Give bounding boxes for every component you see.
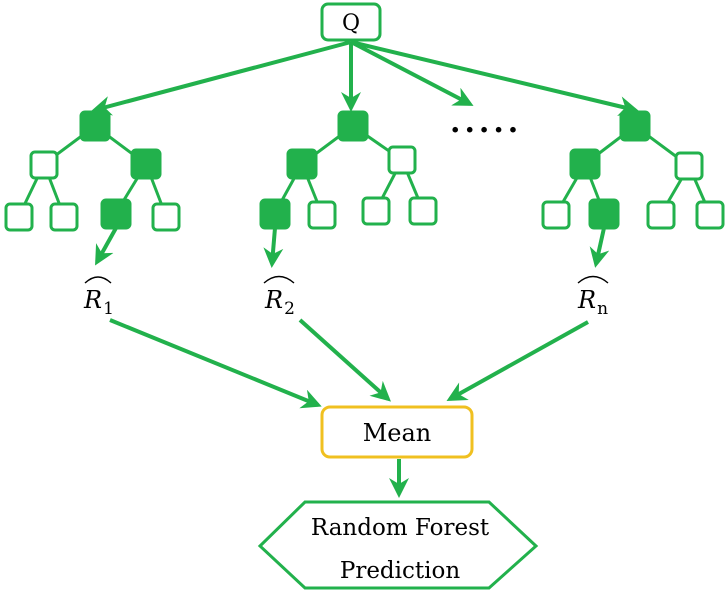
hat-mark — [263, 275, 295, 284]
estimate-2: R2 — [263, 275, 295, 319]
tree-2-node — [387, 145, 417, 175]
tree-2 — [259, 110, 438, 268]
estimate-2-label: R2 — [264, 286, 295, 319]
tree-1-leaf — [4, 202, 34, 232]
tree-1-node-active — [130, 148, 162, 180]
tree-1-node — [29, 150, 59, 180]
arrow-estimate-n-to-mean — [446, 320, 589, 401]
tree-n-leaf — [695, 200, 725, 230]
tree-1-leaf — [151, 202, 181, 232]
mean-label: Mean — [363, 419, 432, 447]
mean-arrows — [109, 318, 589, 409]
root-label: Q — [342, 11, 360, 36]
tree-2-leaf — [361, 196, 391, 226]
tree-2-node-active — [286, 148, 318, 180]
output-line-1: Random Forest — [311, 515, 490, 541]
tree-2-leaf — [307, 200, 337, 230]
root-box — [320, 2, 382, 42]
tree-2-leaf — [408, 196, 438, 226]
tree-n-root-node — [619, 110, 651, 142]
output-line-2: Prediction — [340, 558, 460, 584]
arrow-q-to-tree-n — [350, 40, 639, 116]
tree-n-output-arrow — [589, 227, 610, 268]
estimate-1: R1 — [83, 276, 114, 319]
hat-mark — [577, 275, 609, 284]
output-hexagon — [257, 500, 539, 590]
tree-1-leaf-active — [100, 198, 132, 230]
estimate-n-label: Rn — [577, 286, 608, 319]
tree-n-node — [674, 151, 704, 181]
arrow-estimate-2-to-mean — [298, 318, 391, 402]
arrow-q-to-ellipsis — [350, 40, 474, 106]
arrow-estimate-1-to-mean — [109, 318, 322, 409]
tree-n — [541, 110, 725, 268]
ellipsis-text: ..... — [450, 105, 522, 140]
tree-1-output-arrow — [95, 227, 118, 266]
root-arrows — [91, 40, 639, 116]
arrow-q-to-tree-1 — [91, 40, 352, 116]
output-node: Random Forest Prediction — [257, 500, 539, 590]
tree-n-leaf — [541, 200, 571, 230]
tree-2-leaf-active — [259, 198, 291, 230]
mean-node: Mean — [320, 405, 474, 459]
hat-mark — [84, 276, 112, 284]
tree-1-root-node — [79, 110, 111, 142]
tree-2-output-arrow — [263, 227, 284, 268]
root-node: Q — [320, 2, 382, 42]
tree-n-leaf-active — [588, 198, 620, 230]
tree-1-leaf — [49, 202, 79, 232]
tree-2-root-node — [337, 110, 369, 142]
mean-box — [320, 405, 474, 459]
tree-n-leaf — [646, 200, 676, 230]
estimate-n: Rn — [577, 275, 609, 319]
tree-n-node-active — [569, 148, 601, 180]
estimate-1-label: R1 — [83, 286, 114, 319]
tree-1 — [4, 110, 181, 266]
